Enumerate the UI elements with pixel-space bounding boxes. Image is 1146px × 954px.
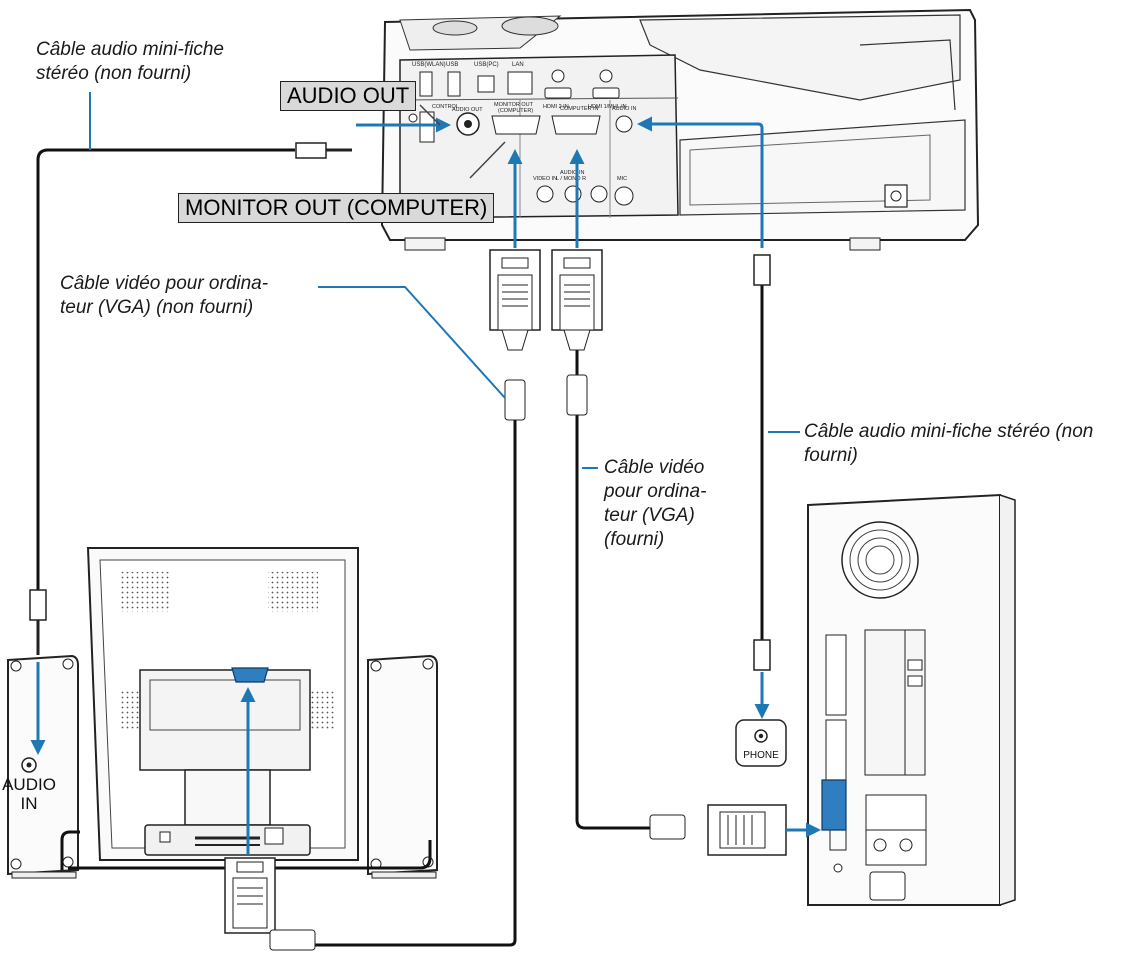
pc-vga-port-icon [821,779,847,831]
monitor [86,547,359,861]
port-label-monitor-out-sub: (COMPUTER) [498,108,533,114]
port-label-audio-in: AUDIO IN [612,106,636,112]
port-label-usb-wlan: USB(WLAN) [412,62,446,68]
speaker-left: AUDIO IN [2,654,79,879]
callout-line: pour ordina- [604,481,707,502]
audio-cable-left [36,148,295,655]
tag-leader-monitor-out [469,141,506,179]
port-label-l-mono-r: L / MONO R [556,176,586,182]
monitor-vga-port-icon [231,667,269,683]
callout-line: Câble vidéo [604,457,705,478]
port-label-lan: LAN [512,62,524,68]
monitor-out-tag: MONITOR OUT (COMPUTER) [178,193,495,223]
port-label-audio-in-2: AUDIO IN [560,170,584,176]
pc-power-inlet-icon [869,871,906,901]
audio-plug-icon [295,142,327,159]
callout-line: (fourni) [604,529,665,550]
callout-line: teur (VGA) [604,505,695,526]
vga-plug-icon [489,249,541,421]
callout-line: Câble vidéo pour ordina- [60,273,269,294]
pc-fan-icon [841,521,919,599]
audio-in-jack-icon [615,115,633,133]
audio-plug-icon [29,589,47,621]
port-label-usb: USB [446,62,458,68]
audio-l-jack-icon [564,185,582,203]
port-label-usb-pc: USB(PC) [474,62,499,68]
pc-phone-label: PHONE [743,750,779,761]
computer-in-port-icon [551,115,601,135]
callout-line: teur (VGA) (non fourni) [60,297,254,318]
vga-plug-icon [649,804,787,856]
audio-plug-icon [753,639,771,671]
callout-audio-cable-right: Câble audio mini-fiche stéréo (non fourn… [804,420,1093,468]
audio-out-tag: AUDIO OUT [280,81,417,111]
vga-plug-icon [224,857,316,951]
video-in-jack-icon [536,185,554,203]
lan-port-icon [507,71,533,95]
speaker-right [367,654,438,879]
callout-audio-cable-left: Câble audio mini-fiche stéréo (non fourn… [36,38,224,86]
port-label-mic: MIC [617,176,627,182]
callout-line: Câble audio mini-fiche [36,39,224,60]
projector-foot [849,237,881,251]
hdmi2-port-icon [544,87,572,99]
port-label-monitor-out: MONITOR OUT [494,102,534,108]
usb-pc-port-icon [477,75,495,93]
audio-plug-icon [753,254,771,286]
mic-jack-icon [614,186,634,206]
speaker-port-label-audio: AUDIO [2,775,56,794]
connection-arrows [30,116,821,855]
tag-leader-audio-out [419,104,441,126]
port-label-control: CONTROL [432,104,459,110]
callout-vga-cable-left: Câble vidéo pour ordina- teur (VGA) (non… [60,272,268,320]
port-label-hdmi1: HDMI 1/MHL IN [588,104,627,110]
projector-foot [404,237,446,251]
port-label-computer-in: COMPUTER IN [560,106,599,112]
speaker-port-label-in: IN [21,794,38,813]
callout-line: fourni) [804,445,858,466]
port-label-hdmi2: HDMI 2 IN [543,104,569,110]
power-inlet-icon [884,184,908,208]
port-label-video-in: VIDEO IN [533,176,557,182]
callout-vga-cable-center: Câble vidéo pour ordina- teur (VGA) (fou… [604,456,706,552]
port-label-audio-out: AUDIO OUT [452,107,483,113]
vga-cable-pc [575,330,650,830]
vga-cable-monitor [280,420,517,947]
hdmi1-port-icon [592,87,620,99]
usb-wlan-port-icon [419,71,433,97]
pc-tower [807,493,1016,906]
audio-r-jack-icon [590,185,608,203]
speaker-link-cable [60,830,80,870]
pc-phone-jack: PHONE [735,719,787,767]
callout-leaders [89,92,800,469]
arrow-to-projector-audio-in [637,116,764,248]
speaker-link-cable [68,840,432,870]
leader-vga-left [318,286,506,399]
monitor-out-port-icon [491,115,541,135]
callout-line: stéréo (non fourni) [36,63,192,84]
callout-line: Câble audio mini-fiche stéréo (non [804,421,1094,442]
vga-plug-icon [551,249,603,416]
usb-port-icon [447,71,461,97]
